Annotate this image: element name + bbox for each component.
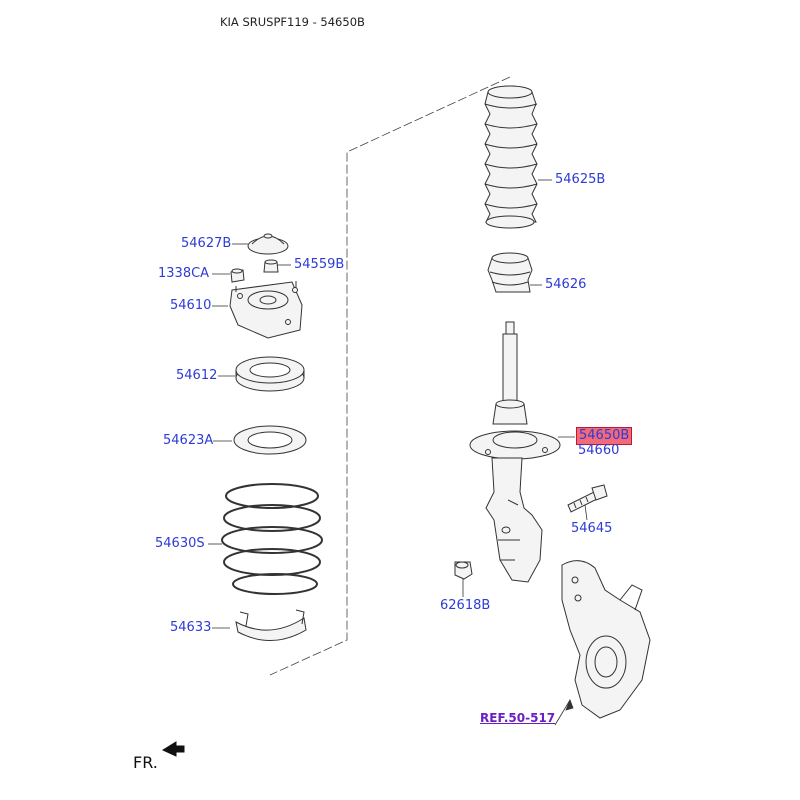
label-54630S[interactable]: 54630S — [155, 536, 205, 551]
label-54612[interactable]: 54612 — [176, 368, 218, 383]
strut-assembly-part — [469, 321, 561, 583]
strut-mount-part — [229, 281, 303, 339]
assembly-outline — [269, 76, 511, 676]
reference-link[interactable]: REF.50-517 — [480, 711, 556, 725]
insulator-cap-part — [247, 233, 289, 255]
label-62618B[interactable]: 62618B — [440, 598, 491, 613]
bolt-part — [567, 484, 608, 513]
label-1338CA[interactable]: 1338CA — [158, 266, 210, 281]
bump-stopper-part — [487, 252, 533, 293]
label-54650B-highlighted[interactable]: 54650B — [576, 427, 633, 445]
label-54626[interactable]: 54626 — [545, 277, 587, 292]
label-54623A[interactable]: 54623A — [163, 433, 214, 448]
lower-spring-pad-part — [235, 609, 307, 641]
label-54625B[interactable]: 54625B — [555, 172, 606, 187]
flange-nut-part — [230, 268, 245, 283]
strut-bearing-part — [235, 356, 305, 392]
label-54627B[interactable]: 54627B — [181, 236, 232, 251]
self-locking-nut-part — [263, 259, 279, 273]
coil-spring-part — [221, 483, 323, 595]
front-direction-arrow — [161, 741, 185, 757]
spring-pad-part — [233, 425, 307, 455]
label-54610[interactable]: 54610 — [170, 298, 212, 313]
label-54645[interactable]: 54645 — [571, 521, 613, 536]
diagram-title: KIA SRUSPF119 - 54650B — [220, 15, 365, 29]
nut-part — [454, 561, 473, 580]
label-54559B[interactable]: 54559B — [294, 257, 345, 272]
steering-knuckle-part — [561, 560, 651, 719]
dust-boot-part — [484, 85, 538, 229]
label-54660[interactable]: 54660 — [578, 443, 620, 458]
label-54633[interactable]: 54633 — [170, 620, 212, 635]
front-direction-label: FR. — [133, 753, 158, 772]
